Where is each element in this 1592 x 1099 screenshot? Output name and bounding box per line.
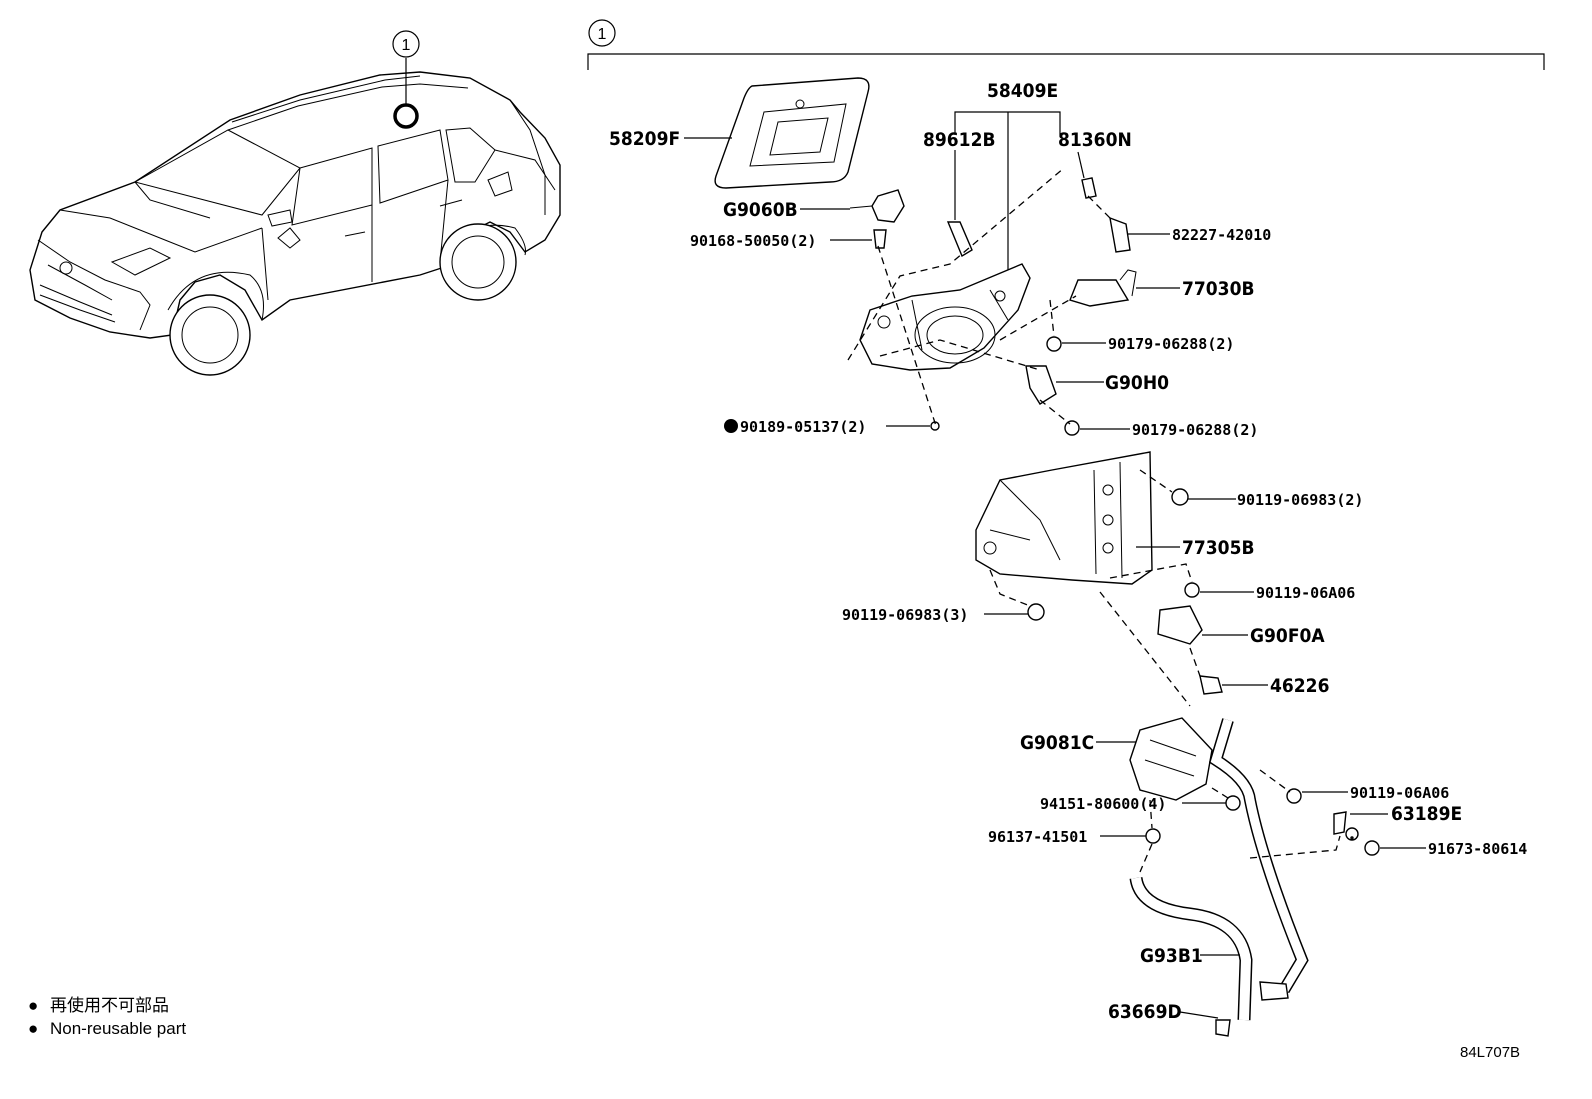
fuel-lid-group (714, 77, 1137, 436)
bracket-group (975, 451, 1200, 621)
legend-bullet-jp: ● (28, 996, 38, 1015)
legend-text-jp: 再使用不可部品 (50, 995, 169, 1015)
part-label-77305b: 77305B (1182, 537, 1255, 559)
part-label-91673: 91673-80614 (1428, 840, 1527, 858)
part-label-58209f: 58209F (609, 128, 680, 150)
part-label-90179-lower: 90179-06288(2) (1132, 421, 1258, 439)
part-label-81360n: 81360N (1058, 129, 1132, 151)
part-label-96137: 96137-41501 (988, 828, 1087, 846)
part-label-94151: 94151-80600(4) (1040, 795, 1166, 813)
part-label-g9081c: G9081C (1020, 732, 1094, 754)
part-label-g93b1: G93B1 (1140, 945, 1203, 967)
part-label-89612b: 89612B (923, 129, 996, 151)
part-label-90119-06983-3: 90119-06983(3) (842, 606, 968, 624)
part-label-63669d: 63669D (1108, 1001, 1182, 1023)
diagram-code: 84L707B (1460, 1044, 1520, 1061)
vehicle-illustration: 1 (29, 30, 561, 376)
part-label-63189e: 63189E (1391, 803, 1462, 825)
part-label-90189: 90189-05137(2) (740, 418, 866, 436)
legend: ● 再使用不可部品 ● Non-reusable part (28, 995, 186, 1038)
non-reusable-dot-90189 (724, 419, 738, 433)
part-label-g90f0a: G90F0A (1250, 625, 1325, 647)
part-label-90119-upper: 90119-06983(2) (1237, 491, 1363, 509)
part-label-90119-06a06-lower: 90119-06A06 (1350, 784, 1449, 802)
part-labels: 58409E 58209F 89612B 81360N G9060B 90168… (609, 80, 1527, 1023)
part-label-g9060b: G9060B (723, 199, 798, 221)
part-label-58409e: 58409E (987, 80, 1058, 102)
callout-marker-vehicle: 1 (402, 37, 411, 54)
part-label-g90h0: G90H0 (1105, 372, 1169, 394)
part-label-77030b: 77030B (1182, 278, 1255, 300)
part-label-90119-06a06-upper: 90119-06A06 (1256, 584, 1355, 602)
legend-bullet-en: ● (28, 1019, 38, 1038)
part-label-90179-upper: 90179-06288(2) (1108, 335, 1234, 353)
assembly-bracket: 1 (587, 19, 1545, 70)
part-label-82227: 82227-42010 (1172, 226, 1271, 244)
callout-marker-assembly: 1 (598, 26, 607, 43)
legend-text-en: Non-reusable part (50, 1019, 186, 1038)
hose-group (1099, 591, 1380, 1037)
part-label-46226: 46226 (1270, 675, 1329, 697)
part-label-90168: 90168-50050(2) (690, 232, 816, 250)
